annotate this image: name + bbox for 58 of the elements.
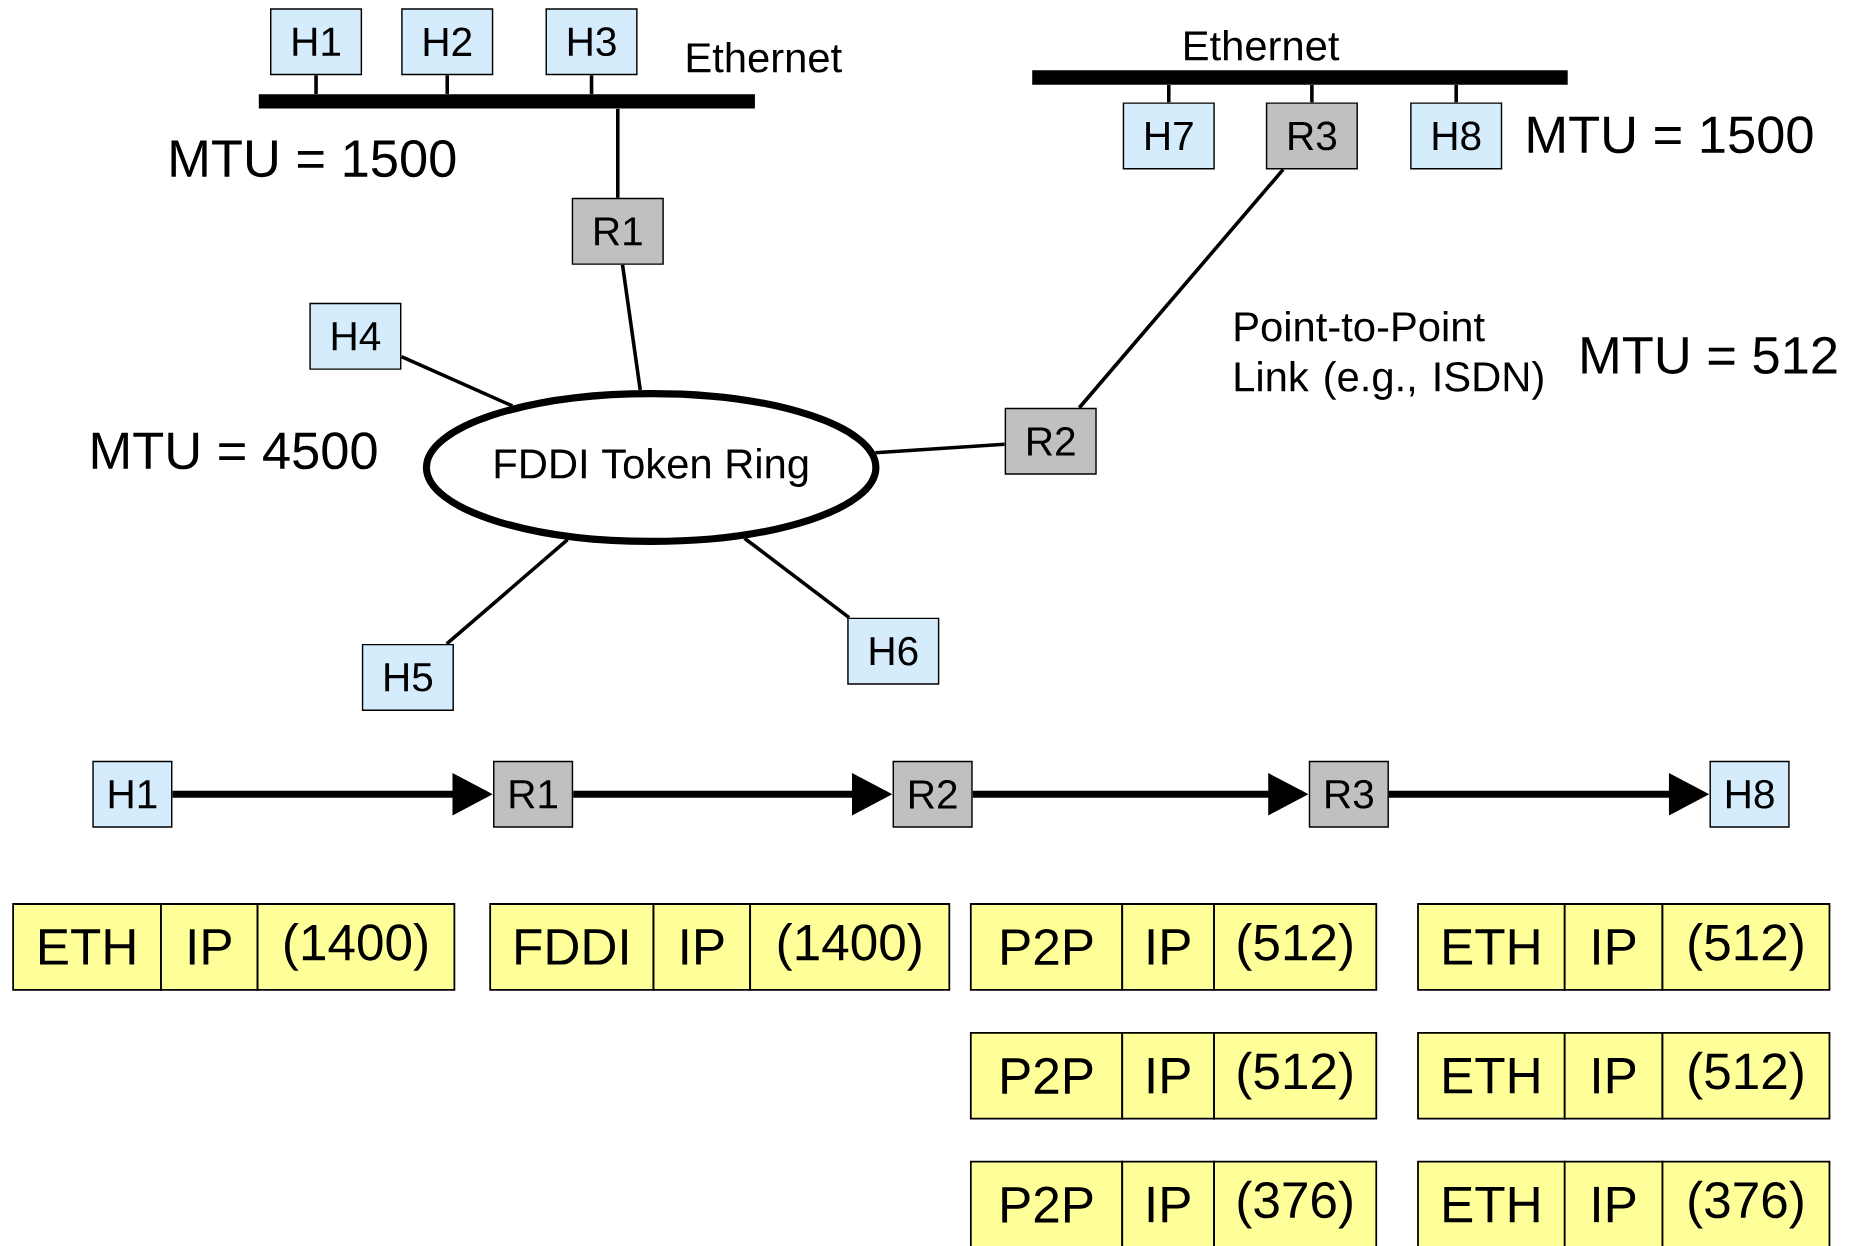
- packet-cell: IP: [652, 902, 752, 991]
- packet-cell: (512): [1661, 902, 1831, 991]
- link-line: [1310, 84, 1314, 103]
- packet-cell: IP: [1121, 1031, 1215, 1120]
- packet-cell: (376): [1661, 1160, 1831, 1246]
- host-box: H1: [92, 760, 173, 828]
- link-line: [616, 108, 620, 198]
- link-line: [400, 354, 514, 408]
- packet-cell: P2P: [969, 902, 1124, 991]
- link-line: [743, 536, 851, 619]
- packet-cell: ETH: [1417, 1160, 1566, 1246]
- network-label: Ethernet: [1185, 29, 1340, 61]
- link-line: [445, 538, 569, 646]
- link-line: [589, 75, 594, 94]
- mtu-label: MTU = 4500: [92, 432, 377, 470]
- packet-cell: (512): [1213, 1031, 1378, 1120]
- packet-cell: (512): [1213, 902, 1378, 991]
- packet-cell: FDDI: [489, 902, 655, 991]
- packet-cell: (376): [1213, 1160, 1378, 1246]
- link-label: Point-to-Point Link (e.g., ISDN): [1235, 310, 1543, 400]
- host-box: H3: [545, 8, 638, 76]
- router-box: R2: [892, 760, 973, 828]
- link-line: [1166, 84, 1171, 103]
- packet-cell: IP: [1563, 1031, 1664, 1120]
- packet-cell: ETH: [1417, 1031, 1566, 1120]
- host-box: H8: [1709, 760, 1790, 828]
- packet-cell: P2P: [969, 1031, 1124, 1120]
- mtu-label: MTU = 1500: [171, 139, 456, 178]
- packet-cell: P2P: [969, 1160, 1124, 1246]
- mtu-label: MTU = 1500: [1528, 116, 1813, 154]
- router-box: R1: [571, 197, 664, 265]
- packet-cell: IP: [1121, 1160, 1215, 1246]
- link-line: [1077, 168, 1285, 409]
- host-box: H5: [361, 643, 454, 711]
- network-label: Ethernet: [687, 41, 842, 73]
- host-box: H2: [401, 8, 494, 76]
- host-box: H8: [1410, 102, 1503, 170]
- link-line: [445, 75, 450, 94]
- host-box: H4: [309, 302, 402, 370]
- host-box: H7: [1122, 102, 1215, 170]
- host-box: H6: [847, 617, 940, 685]
- packet-cell: IP: [160, 902, 259, 991]
- packet-cell: (512): [1661, 1031, 1831, 1120]
- packet-cell: IP: [1121, 902, 1215, 991]
- packet-cell: ETH: [12, 902, 162, 991]
- link-line: [620, 264, 642, 391]
- router-box: R2: [1004, 407, 1097, 475]
- router-box: R3: [1308, 760, 1389, 828]
- host-box: H1: [270, 8, 363, 76]
- mtu-label: MTU = 512: [1582, 336, 1837, 374]
- packet-cell: IP: [1563, 1160, 1664, 1246]
- router-box: R1: [493, 760, 574, 828]
- packet-cell: ETH: [1417, 902, 1566, 991]
- router-box: R3: [1265, 102, 1358, 170]
- link-line: [1454, 84, 1458, 103]
- link-line: [875, 442, 1005, 455]
- link-line: [314, 75, 318, 94]
- packet-cell: IP: [1563, 902, 1664, 991]
